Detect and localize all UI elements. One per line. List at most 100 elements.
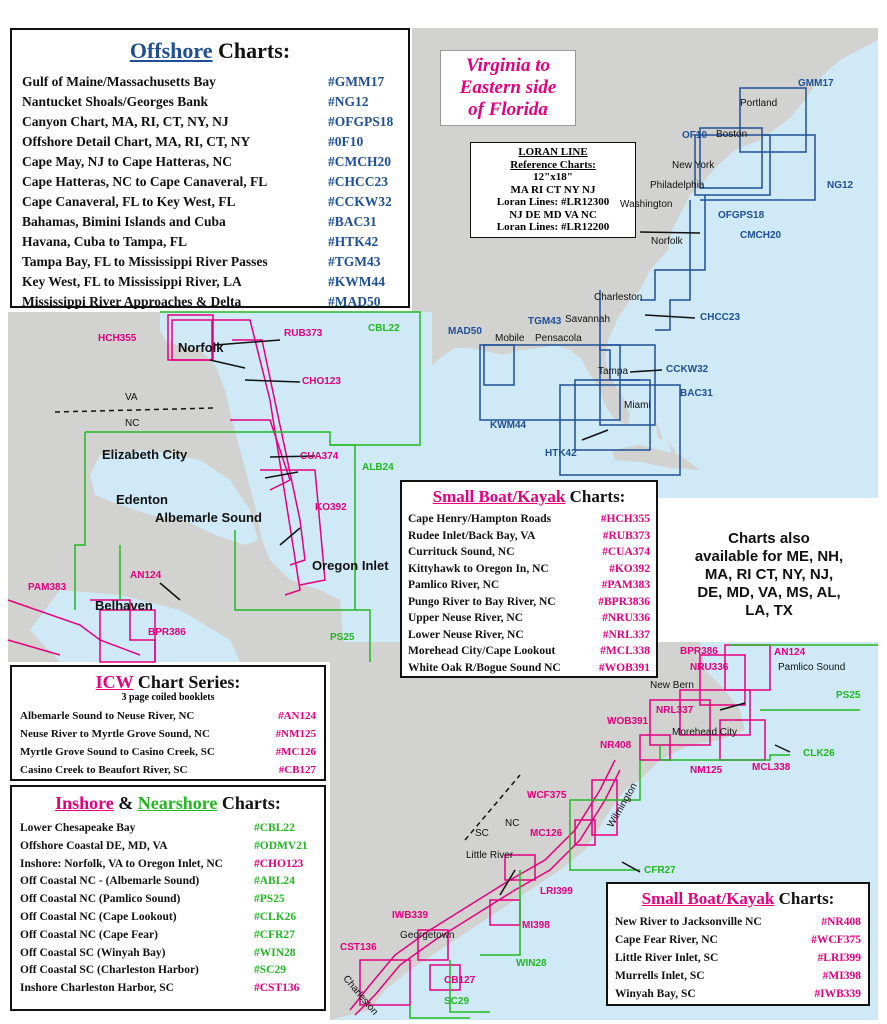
chart-label-kwm44: KWM44 <box>490 420 527 431</box>
list-item[interactable]: Inshore Charleston Harbor, SC#CST136 <box>20 980 316 998</box>
state-label: VA <box>125 392 138 403</box>
chart-name: Pungo River to Bay River, NC <box>408 595 556 608</box>
chart-code: #CUA374 <box>602 546 650 558</box>
list-item[interactable]: Bahamas, Bimini Islands and Cuba#BAC31 <box>22 212 398 232</box>
mississippi-delta-water <box>495 353 515 382</box>
place-label: Norfolk <box>178 340 224 355</box>
chart-name: Currituck Sound, NC <box>408 546 515 558</box>
chart-label-nm125: NM125 <box>690 765 723 776</box>
pamlico-water <box>30 590 240 662</box>
list-item[interactable]: Gulf of Maine/Massachusetts Bay#GMM17 <box>22 72 398 92</box>
chart-name: Havana, Cuba to Tampa, FL <box>22 234 188 249</box>
list-item[interactable]: Nantucket Shoals/Georges Bank#NG12 <box>22 92 398 112</box>
list-item[interactable]: Off Coastal SC (Charleston Harbor)#SC29 <box>20 962 316 980</box>
list-item[interactable]: Murrells Inlet, SC#MI398 <box>615 967 861 985</box>
region-title-line3: of Florida <box>468 99 548 120</box>
list-item[interactable]: New River to Jacksonville NC#NR408 <box>615 913 861 931</box>
list-item[interactable]: Off Coastal NC - (Albemarle Sound)#ABL24 <box>20 873 316 891</box>
list-item[interactable]: Mississippi River Approaches & Delta#MAD… <box>22 292 398 312</box>
chart-label-nr408: NR408 <box>600 740 632 751</box>
chart-code: #BAC31 <box>328 214 377 229</box>
chart-name: Inshore: Norfolk, VA to Oregon Inlet, NC <box>20 857 223 870</box>
list-item[interactable]: Rudee Inlet/Back Bay, VA#RUB373 <box>408 528 650 545</box>
list-item[interactable]: Currituck Sound, NC #CUA374 <box>408 544 650 561</box>
chart-name: Little River Inlet, SC <box>615 952 719 964</box>
leader-lines <box>159 231 791 896</box>
chart-code: #MAD50 <box>328 294 381 309</box>
list-item[interactable]: White Oak R/Bogue Sound NC#WOB391 <box>408 660 650 677</box>
list-item[interactable]: Winyah Bay, SC#IWB339 <box>615 985 861 1003</box>
list-item[interactable]: Pamlico River, NC#PAM383 <box>408 577 650 594</box>
small-boat-2-title-word: Small Boat/Kayak <box>641 889 775 908</box>
list-item[interactable]: Morehead City/Cape Lookout#MCL338 <box>408 643 650 660</box>
chesapeake-mouth <box>160 312 180 345</box>
list-item[interactable]: Little River Inlet, SC#LRI399 <box>615 949 861 967</box>
list-item[interactable]: Off Coastal NC (Cape Lookout)#CLK26 <box>20 909 316 927</box>
chart-code: #NG12 <box>328 94 369 109</box>
list-item[interactable]: Lower Chesapeake Bay#CBL22 <box>20 820 316 838</box>
offshore-charts-panel: Offshore Charts: Gulf of Maine/Massachus… <box>10 28 410 309</box>
place-label: Georgetown <box>400 930 455 941</box>
chart-code: #IWB339 <box>814 988 861 1000</box>
chart-label-cst136: CST136 <box>340 942 377 953</box>
list-item[interactable]: Cape Fear River, NC#WCF375 <box>615 931 861 949</box>
list-item[interactable]: Inshore: Norfolk, VA to Oregon Inlet, NC… <box>20 856 316 874</box>
chart-name: Canyon Chart, MA, RI, CT, NY, NJ <box>22 114 229 129</box>
list-item[interactable]: Offshore Coastal DE, MD, VA#ODMV21 <box>20 838 316 856</box>
chart-code: #HTK42 <box>328 234 379 249</box>
list-item[interactable]: Cape Henry/Hampton Roads#HCH355 <box>408 511 650 528</box>
chart-code: #NRU336 <box>602 612 650 624</box>
list-item[interactable]: Off Coastal SC (Winyah Bay)#WIN28 <box>20 945 316 963</box>
chart-name: Tampa Bay, FL to Mississippi River Passe… <box>22 254 268 269</box>
offshore-title-word: Offshore <box>129 38 213 63</box>
list-item[interactable]: Key West, FL to Mississippi River, LA#KW… <box>22 272 398 292</box>
chart-label-tgm43: TGM43 <box>528 316 562 327</box>
place-label: New Bern <box>650 680 694 691</box>
also-available-line3: MA, RI CT, NY, NJ, <box>704 566 834 583</box>
list-item[interactable]: Havana, Cuba to Tampa, FL #HTK42 <box>22 232 398 252</box>
list-item[interactable]: Neuse River to Myrtle Grove Sound, NC#NM… <box>20 725 316 743</box>
chart-code: #GMM17 <box>328 74 385 89</box>
chart-code: #CB127 <box>278 764 316 776</box>
loran-size: 12"x18" <box>533 171 573 183</box>
list-item[interactable]: Lower Neuse River, NC#NRL337 <box>408 627 650 644</box>
city-label: Mobile <box>495 333 525 344</box>
loran-line1: MA RI CT NY NJ <box>510 183 596 196</box>
chart-code: #CMCH20 <box>328 154 391 169</box>
chart-code: #SC29 <box>254 964 286 977</box>
list-item[interactable]: Off Coastal NC (Cape Fear)#CFR27 <box>20 927 316 945</box>
chart-label-clk26: CLK26 <box>803 748 835 759</box>
list-item[interactable]: Cape Hatteras, NC to Cape Canaveral, FL#… <box>22 172 398 192</box>
list-item[interactable]: Canyon Chart, MA, RI, CT, NY, NJ#OFGPS18 <box>22 112 398 132</box>
list-item[interactable]: Pungo River to Bay River, NC#BPR3836 <box>408 594 650 611</box>
chart-code: #AN124 <box>278 710 316 722</box>
chart-name: Kittyhawk to Oregon In, NC <box>408 562 549 575</box>
list-item[interactable]: Casino Creek to Beaufort River, SC#CB127 <box>20 761 316 779</box>
list-item[interactable]: Tampa Bay, FL to Mississippi River Passe… <box>22 252 398 272</box>
inshore-title: Inshore & Nearshore Charts: <box>20 793 316 814</box>
chart-label-wob391: WOB391 <box>607 716 649 727</box>
chart-label-mc126: MC126 <box>530 828 563 839</box>
list-item[interactable]: Myrtle Grove Sound to Casino Creek, SC#M… <box>20 743 316 761</box>
cuba-island <box>612 445 700 470</box>
list-item[interactable]: Albemarle Sound to Neuse River, NC#AN124 <box>20 707 316 725</box>
list-item[interactable]: Kittyhawk to Oregon In, NC #KO392 <box>408 561 650 578</box>
chart-code: #0F10 <box>328 134 364 149</box>
list-item[interactable]: Cape Canaveral, FL to Key West, FL#CCKW3… <box>22 192 398 212</box>
list-item[interactable]: Off Coastal NC (Pamlico Sound)#PS25 <box>20 891 316 909</box>
chart-code: #CCKW32 <box>328 194 392 209</box>
small-boat-kayak-panel-1: Small Boat/Kayak Charts: Cape Henry/Hamp… <box>400 480 658 678</box>
chart-name: Neuse River to Myrtle Grove Sound, NC <box>20 728 210 740</box>
list-item[interactable]: Offshore Detail Chart, MA, RI, CT, NY#0F… <box>22 132 398 152</box>
chart-name: Key West, FL to Mississippi River, LA <box>22 274 242 289</box>
list-item[interactable]: Upper Neuse River, NC#NRU336 <box>408 610 650 627</box>
chart-name: Off Coastal NC (Cape Lookout) <box>20 910 177 923</box>
list-item[interactable]: Cape May, NJ to Cape Hatteras, NC#CMCH20 <box>22 152 398 172</box>
place-label: Little River <box>466 850 514 861</box>
chart-label-hch355: HCH355 <box>98 333 137 344</box>
chart-code: #KO392 <box>609 562 650 575</box>
chart-name: Myrtle Grove Sound to Casino Creek, SC <box>20 746 215 758</box>
place-label: Pamlico Sound <box>778 662 846 673</box>
inshore-title-rest: Charts: <box>221 793 281 813</box>
small-boat-1-title: Small Boat/Kayak Charts: <box>408 487 650 507</box>
